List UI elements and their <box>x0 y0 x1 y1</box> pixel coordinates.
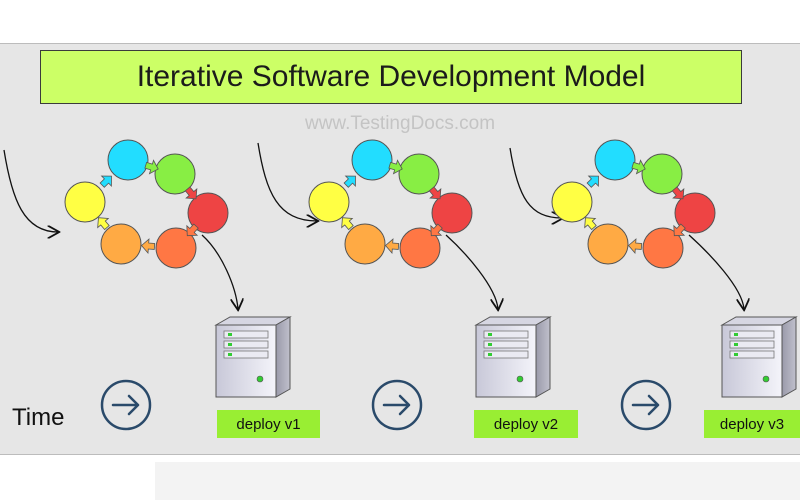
phase-circle-6 <box>100 223 142 265</box>
cycle-arrow-icon <box>97 217 110 231</box>
iteration-input-arrow <box>3 149 58 232</box>
cycle-arrow-icon <box>584 217 597 231</box>
phase-circle-2 <box>594 139 636 181</box>
cycle-arrow-icon <box>671 186 685 200</box>
deploy-arrow <box>688 234 744 309</box>
iteration-cycle-3 <box>509 139 798 431</box>
cycle-arrow-icon <box>341 217 354 231</box>
server-icon <box>214 316 292 398</box>
time-arrow-icon <box>620 379 672 431</box>
phase-circle-1 <box>308 181 350 223</box>
cycle-arrow-icon <box>430 223 443 237</box>
watermark-text: www.TestingDocs.com <box>304 113 496 134</box>
iteration-cycle-1 <box>3 139 292 431</box>
cycle-arrow-icon <box>343 175 356 188</box>
phase-circle-5 <box>155 227 197 269</box>
deploy-arrow <box>445 234 498 309</box>
iteration-input-arrow <box>509 147 562 218</box>
phase-circle-3 <box>154 153 196 195</box>
phase-circle-5 <box>399 227 441 269</box>
phase-circle-2 <box>351 139 393 181</box>
cycle-arrow-icon <box>144 159 159 175</box>
deploy-label-1: deploy v1 <box>217 410 320 438</box>
cycle-arrow-icon <box>384 238 400 254</box>
phase-circle-1 <box>551 181 593 223</box>
diagram-title: Iterative Software Development Model <box>40 50 742 104</box>
server-icon <box>474 316 552 398</box>
cycle-arrow-icon <box>627 238 643 254</box>
phase-circle-3 <box>398 153 440 195</box>
phase-circle-1 <box>64 181 106 223</box>
time-label: Time <box>12 404 65 431</box>
cycle-arrow-icon <box>586 175 599 188</box>
phase-circle-4 <box>674 192 716 234</box>
phase-circle-2 <box>107 139 149 181</box>
cycle-arrow-icon <box>184 186 198 200</box>
iteration-input-arrow <box>257 142 317 221</box>
time-arrow-icon <box>371 379 423 431</box>
cycle-arrow-icon <box>99 175 112 188</box>
cycle-arrow-icon <box>428 186 442 200</box>
phase-circle-6 <box>587 223 629 265</box>
footer-strip <box>155 462 800 500</box>
cycle-arrow-icon <box>140 238 156 254</box>
iteration-cycle-2 <box>257 139 552 431</box>
deploy-arrow <box>201 234 238 309</box>
time-arrow-icon <box>100 379 152 431</box>
deploy-label-2: deploy v2 <box>474 410 578 438</box>
deploy-label-3: deploy v3 <box>704 410 800 438</box>
phase-circle-4 <box>431 192 473 234</box>
cycle-arrow-icon <box>186 223 199 237</box>
phase-circle-6 <box>344 223 386 265</box>
cycle-arrow-icon <box>388 159 403 175</box>
phase-circle-4 <box>187 192 229 234</box>
cycle-arrow-icon <box>673 223 686 237</box>
cycle-arrow-icon <box>631 159 646 175</box>
server-icon <box>720 316 798 398</box>
phase-circle-5 <box>642 227 684 269</box>
phase-circle-3 <box>641 153 683 195</box>
